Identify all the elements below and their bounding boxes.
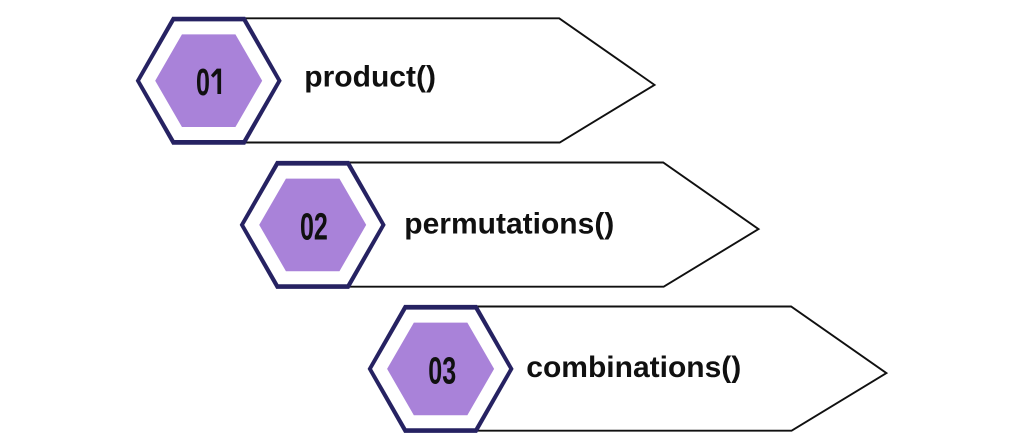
svg-text:0: 0 bbox=[196, 61, 210, 103]
svg-text:product(): product() bbox=[304, 61, 436, 94]
svg-text:permutations(): permutations() bbox=[404, 208, 614, 241]
svg-text:02: 02 bbox=[300, 205, 328, 247]
svg-text:03: 03 bbox=[428, 349, 456, 391]
svg-text:combinations(): combinations() bbox=[526, 351, 741, 384]
